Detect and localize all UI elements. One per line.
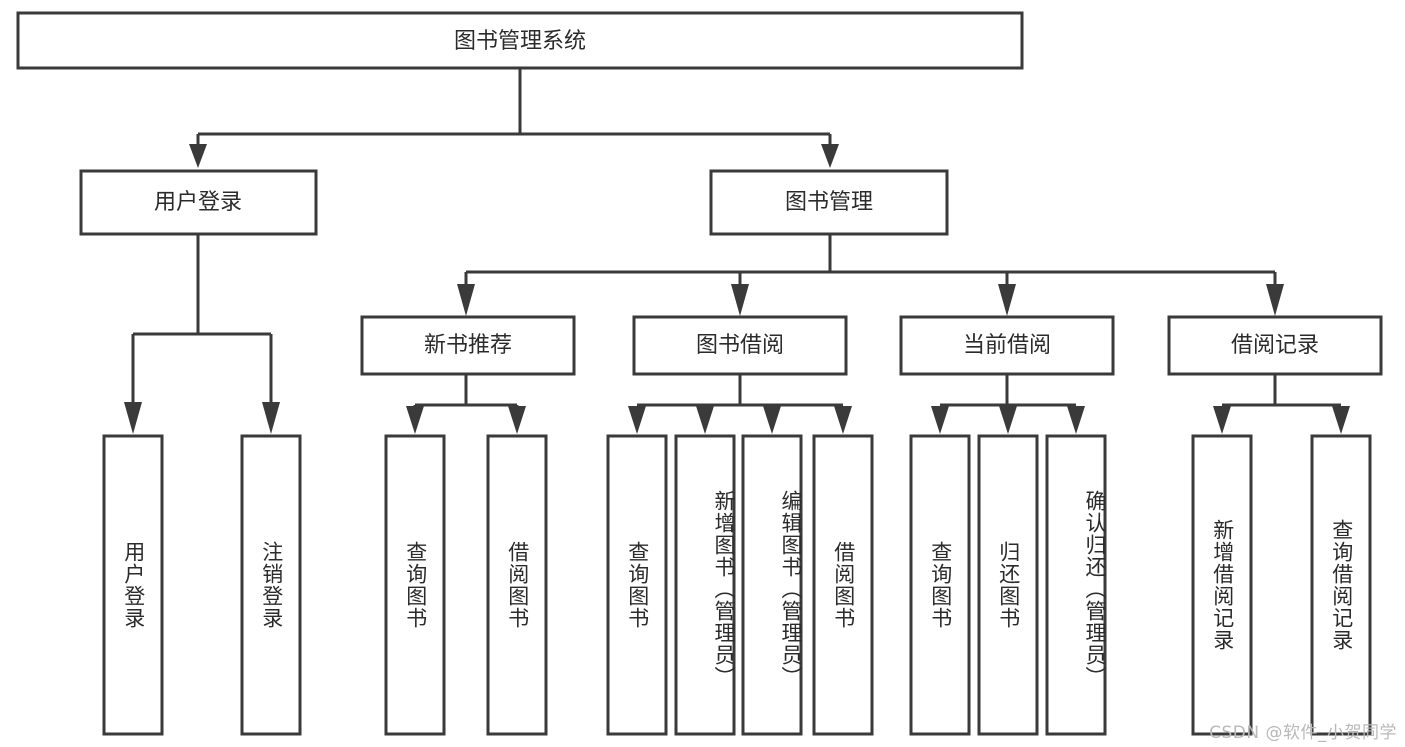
node-new-book-recommend-label: 新书推荐	[424, 333, 512, 358]
node-book-borrow-label: 图书借阅	[696, 333, 784, 358]
node-user-login[interactable]	[79, 169, 318, 236]
node-book-manage[interactable]	[709, 169, 949, 236]
node-leaf-confirm-return[interactable]	[1045, 434, 1107, 736]
node-layer	[16, 11, 1383, 736]
node-leaf-query-book-3[interactable]	[909, 434, 971, 736]
node-leaf-return-book[interactable]	[977, 434, 1039, 736]
arrow-icon-book-borrow	[731, 284, 749, 316]
arrow-icon-leaf-9	[931, 406, 949, 434]
arrow-icon-book-manage	[821, 144, 839, 168]
label-layer: 图书管理系统 用户登录 图书管理 新书推荐 图书借阅 当前借阅 借阅记录	[154, 29, 1319, 358]
node-leaf-edit-book[interactable]	[741, 434, 803, 736]
node-root-label: 图书管理系统	[454, 29, 586, 54]
node-leaf-query-book-2[interactable]	[606, 434, 668, 736]
node-borrow-record[interactable]	[1167, 315, 1383, 376]
node-user-login-label: 用户登录	[154, 190, 242, 215]
arrow-icon-leaf-5	[628, 406, 646, 434]
node-leaf-borrow-book-1[interactable]	[486, 434, 548, 736]
node-leaf-query-book-1[interactable]	[384, 434, 446, 736]
node-current-borrow-label: 当前借阅	[963, 333, 1051, 358]
csdn-watermark: CSDN @软件_小贺同学	[1209, 723, 1397, 743]
arrow-icon-leaf-2	[262, 402, 280, 434]
arrow-icon-leaf-6	[696, 406, 714, 434]
arrow-icon-leaf-8	[834, 406, 852, 434]
arrow-icon-new-book-rec	[457, 284, 475, 316]
node-book-manage-label: 图书管理	[785, 190, 873, 215]
node-book-borrow[interactable]	[632, 315, 848, 376]
node-leaf-borrow-book-2[interactable]	[812, 434, 874, 736]
node-root[interactable]	[16, 11, 1024, 70]
arrow-icon-leaf-3	[406, 406, 424, 434]
arrow-icon-borrow-record	[1266, 284, 1284, 316]
node-leaf-logout[interactable]	[240, 434, 302, 736]
arrow-icon-leaf-11	[1067, 406, 1085, 434]
arrow-icon-leaf-1	[124, 402, 142, 434]
node-leaf-add-borrow-record[interactable]	[1191, 434, 1253, 736]
arrow-icon-current-borrow	[998, 284, 1016, 316]
arrow-icon-leaf-12	[1213, 406, 1231, 434]
arrow-icon-leaf-7	[763, 406, 781, 434]
arrow-icon-leaf-4	[508, 406, 526, 434]
node-leaf-add-book[interactable]	[674, 434, 736, 736]
arrow-icon-leaf-10	[999, 406, 1017, 434]
node-new-book-recommend[interactable]	[360, 315, 576, 376]
node-leaf-query-borrow-record[interactable]	[1310, 434, 1372, 736]
connector-layer	[124, 68, 1350, 434]
node-leaf-user-login[interactable]	[102, 434, 164, 736]
node-borrow-record-label: 借阅记录	[1231, 333, 1319, 358]
arrow-icon-leaf-13	[1332, 406, 1350, 434]
node-current-borrow[interactable]	[899, 315, 1115, 376]
arrow-icon-user-login	[189, 144, 207, 168]
